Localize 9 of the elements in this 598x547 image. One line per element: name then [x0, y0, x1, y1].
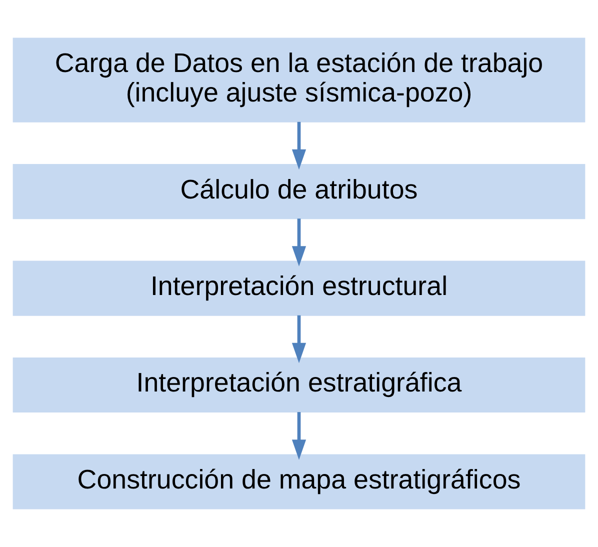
node-box: Construcción de mapa estratigráficos — [12, 454, 586, 510]
node-box: Carga de Datos en la estación de trabajo (incluye ajuste sísmica-pozo) — [12, 38, 586, 122]
arrow — [292, 412, 306, 460]
arrow — [292, 218, 306, 266]
node-box: Interpretación estratigráfica — [12, 357, 586, 413]
node-box: Cálculo de atributos — [12, 164, 586, 220]
arrow — [292, 315, 306, 364]
arrow — [292, 122, 306, 170]
node-box: Interpretación estructural — [12, 260, 586, 316]
